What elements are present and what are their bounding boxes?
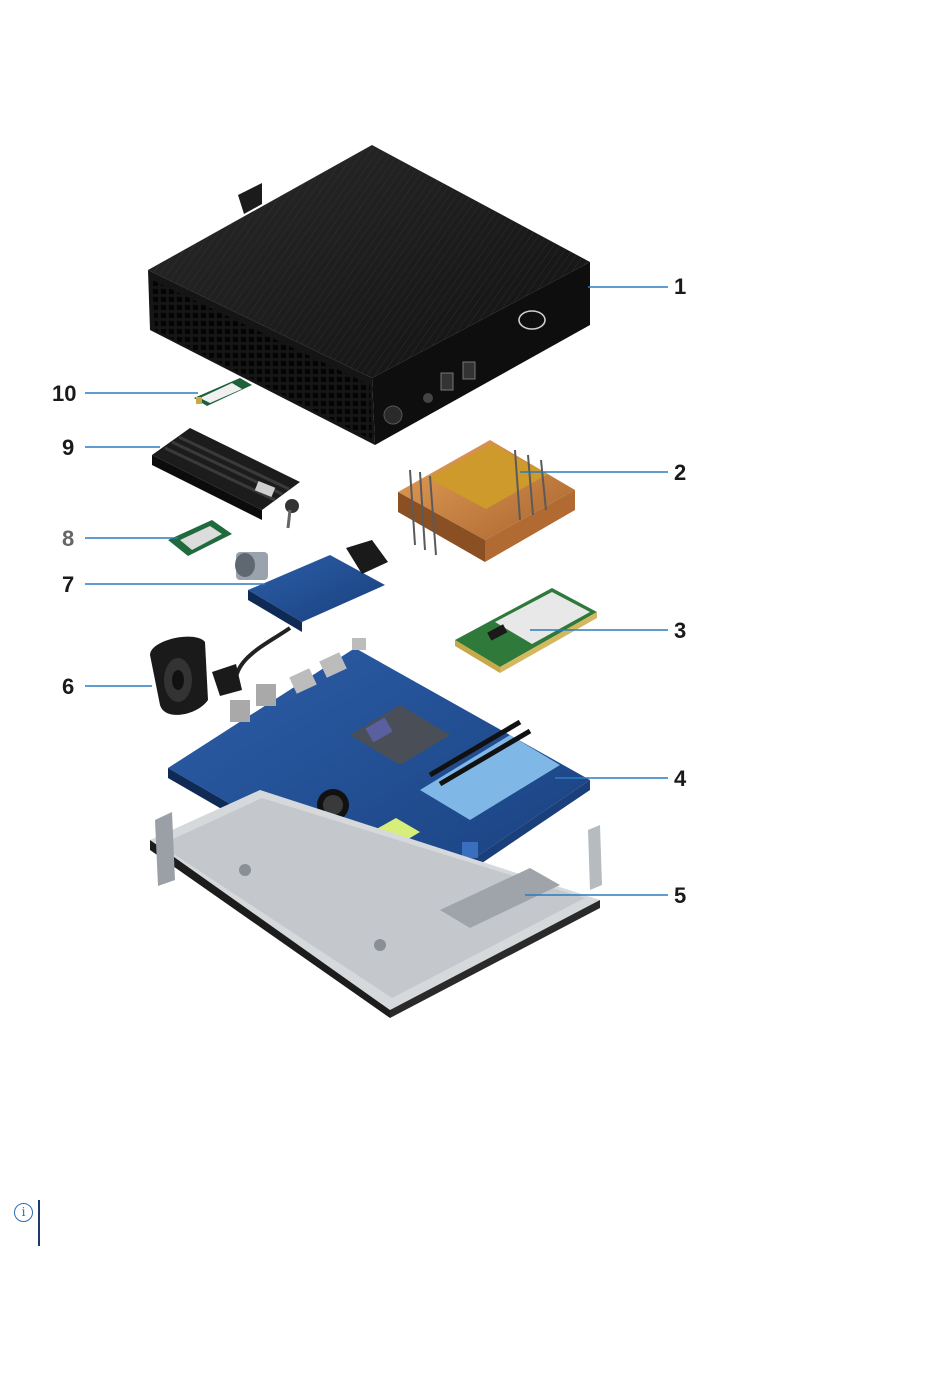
m2-ssd [194,378,252,406]
callout-7: 7 [62,573,74,597]
ssd-heatsink [152,428,300,528]
note-divider [38,1200,40,1246]
info-icon: i [14,1203,33,1222]
speaker [150,637,208,715]
callout-10: 10 [52,382,76,406]
exploded-view-figure [0,0,950,1060]
callout-1: 1 [674,275,686,299]
heatsink [398,440,575,562]
callout-2: 2 [674,461,686,485]
callout-4: 4 [674,767,686,791]
callout-3: 3 [674,619,686,643]
callout-9: 9 [62,436,74,460]
callout-5: 5 [674,884,686,908]
callout-8: 8 [62,527,74,551]
callout-6: 6 [62,675,74,699]
